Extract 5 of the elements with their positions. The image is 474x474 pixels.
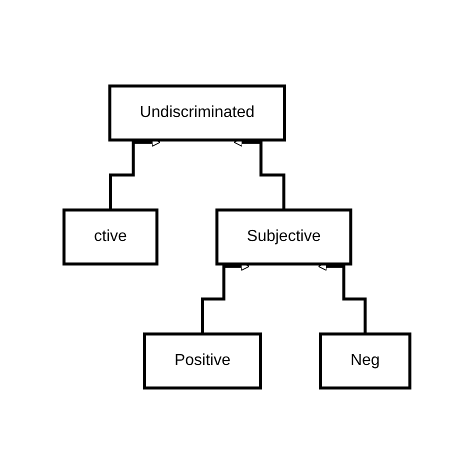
node-box: Subjective [215,208,352,266]
node-box: Positive [143,332,262,390]
node-box: Undiscriminated [108,84,286,142]
node-box: Neg [319,332,412,390]
node-box: ctive [62,208,158,266]
